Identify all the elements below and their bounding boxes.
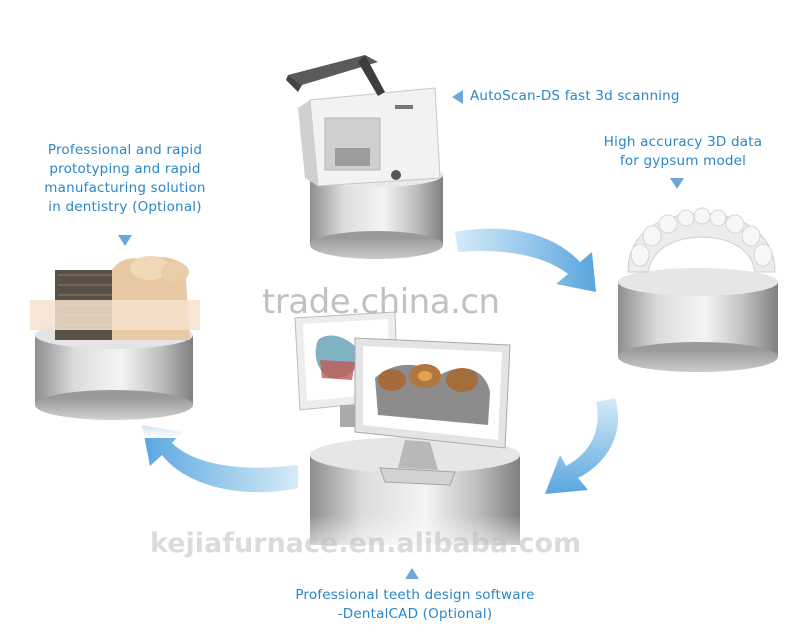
caret-software-icon bbox=[405, 568, 419, 579]
label-prototype-line2: prototyping and rapid bbox=[49, 161, 201, 177]
label-accuracy-line1: High accuracy 3D data bbox=[603, 134, 763, 150]
watermark-top: trade.china.cn bbox=[262, 282, 500, 322]
label-scanner: AutoScan-DS fast 3d scanning bbox=[470, 88, 680, 104]
caret-scanner-icon bbox=[452, 90, 463, 104]
caret-accuracy-icon bbox=[670, 178, 684, 189]
label-prototype-line1: Professional and rapid bbox=[47, 142, 203, 158]
caret-prototype-icon bbox=[118, 235, 132, 246]
label-prototype-line4: in dentistry (Optional) bbox=[48, 199, 202, 215]
label-software-line2: -DentalCAD (Optional) bbox=[337, 606, 493, 622]
label-prototype-line3: manufacturing solution bbox=[44, 180, 206, 196]
watermark-bottom: kejiafurnace.en.alibaba.com bbox=[150, 528, 582, 559]
label-software-line1: Professional teeth design software bbox=[295, 587, 535, 603]
label-accuracy-line2: for gypsum model bbox=[619, 153, 747, 169]
